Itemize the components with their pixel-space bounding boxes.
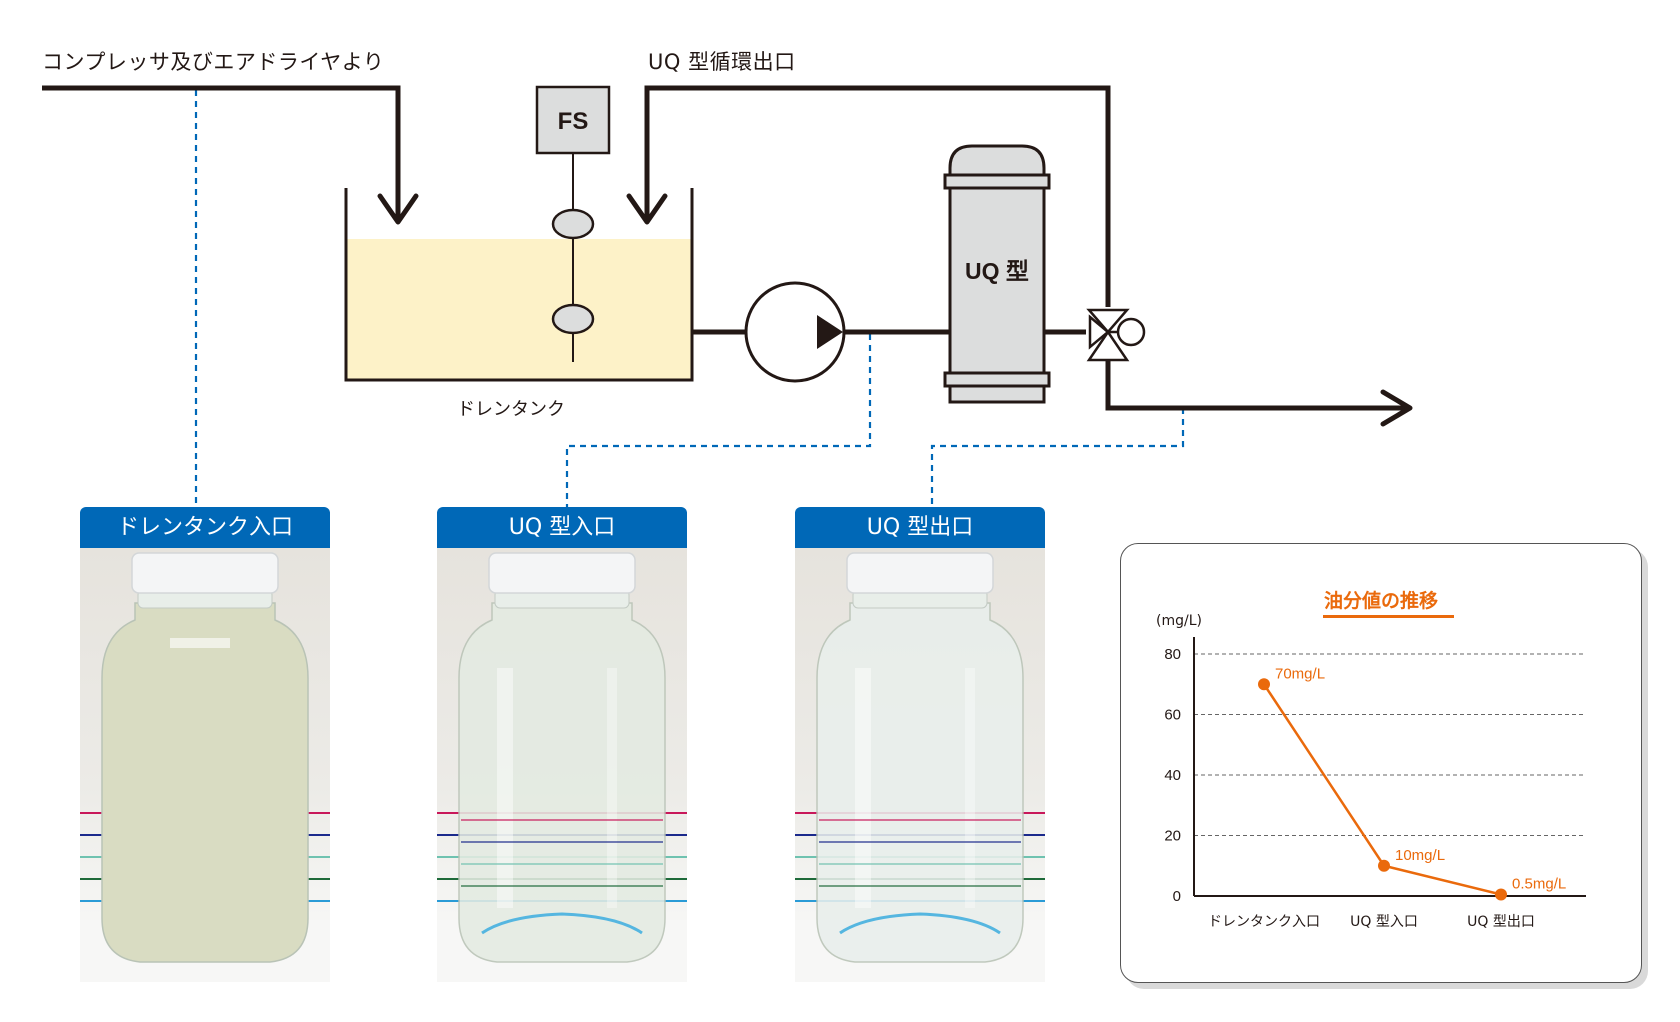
y-axis-unit: (mg/L)	[1156, 613, 1202, 629]
sample-tag: ドレンタンク入口	[80, 507, 330, 548]
outlet-arrow-icon	[1380, 389, 1413, 427]
bottle-body	[816, 602, 1024, 963]
inlet-pipe	[42, 85, 419, 225]
sample-uq-inlet: UQ 型入口	[437, 507, 687, 982]
glass-highlight	[497, 668, 513, 908]
bottle-body	[101, 602, 309, 963]
valve-actuator-icon	[1116, 317, 1146, 347]
sample-point-lines	[194, 90, 1185, 507]
pump-icon	[744, 281, 846, 383]
sample-line-uq-inlet	[565, 334, 872, 507]
sample-photo	[80, 548, 330, 982]
data-point	[1258, 678, 1270, 691]
drain-tank-label: ドレンタンク	[457, 399, 565, 420]
tank-liquid	[346, 239, 692, 380]
sample-photo	[795, 548, 1045, 982]
y-tick-label: 80	[1164, 646, 1181, 663]
inlet-arrow-icon	[377, 193, 419, 225]
y-tick-label: 60	[1164, 707, 1181, 724]
data-label: 10mg/L	[1395, 847, 1445, 864]
data-point	[1495, 888, 1507, 901]
x-tick-label: ドレンタンク入口	[1208, 914, 1320, 930]
glass-highlight	[855, 668, 871, 908]
sample-tag: UQ 型出口	[795, 507, 1045, 548]
flow-switch: FS	[535, 85, 611, 362]
bottle-cap	[488, 552, 636, 594]
fs-label: FS	[558, 108, 589, 135]
y-tick-label: 20	[1164, 828, 1181, 845]
float-icon	[551, 303, 595, 335]
outlet-pipe	[1105, 360, 1413, 427]
vessel-flange-bottom	[943, 371, 1051, 388]
oil-content-chart-card: 油分値の推移 (mg/L) 0 20 40 60 80 ドレンタンク入口 UQ 型入口 UQ …	[1120, 543, 1642, 983]
tank-walls	[344, 188, 694, 382]
bottle-base-mark	[481, 912, 643, 935]
x-tick-label: UQ 型出口	[1467, 914, 1535, 930]
drain-tank	[344, 188, 694, 382]
data-label: 0.5mg/L	[1512, 875, 1566, 892]
y-tick-label: 0	[1173, 888, 1181, 905]
uq-vessel-label: UQ 型	[965, 258, 1029, 284]
glass-highlight	[965, 668, 975, 908]
sample-uq-outlet: UQ 型出口	[795, 507, 1045, 982]
bottle-cap	[131, 552, 279, 594]
data-label: 70mg/L	[1275, 665, 1325, 682]
data-point	[1378, 859, 1390, 872]
glass-highlight	[607, 668, 617, 908]
vessel-flange-top	[943, 173, 1051, 190]
sample-tag: UQ 型入口	[437, 507, 687, 548]
valve-icon	[1086, 308, 1146, 362]
float-icon	[551, 208, 595, 240]
inlet-label: コンプレッサ及びエアドライヤより	[42, 50, 385, 74]
recirculation-arrow-icon	[626, 193, 668, 225]
oil-content-line-chart: 0 20 40 60 80 ドレンタンク入口 UQ 型入口 UQ 型出口 70mg/L 10mg/…	[1164, 637, 1586, 930]
y-tick-label: 40	[1164, 767, 1181, 784]
bottle-body	[458, 602, 666, 963]
sample-drain-tank-inlet: ドレンタンク入口	[80, 507, 330, 982]
glass-highlight	[170, 638, 230, 648]
bottle-cap	[846, 552, 994, 594]
sample-photo	[437, 548, 687, 982]
vessel-dome	[948, 144, 1046, 178]
sample-line-uq-outlet	[930, 408, 1185, 507]
chart-title-underline	[1323, 615, 1454, 618]
bottle-base-mark	[839, 912, 1001, 935]
uq-separator: UQ 型	[943, 144, 1051, 404]
recirculation-label: UQ 型循環出口	[648, 50, 796, 74]
x-tick-label: UQ 型入口	[1350, 914, 1418, 930]
recirculation-pipe	[626, 85, 1111, 307]
chart-title: 油分値の推移	[1323, 590, 1438, 612]
